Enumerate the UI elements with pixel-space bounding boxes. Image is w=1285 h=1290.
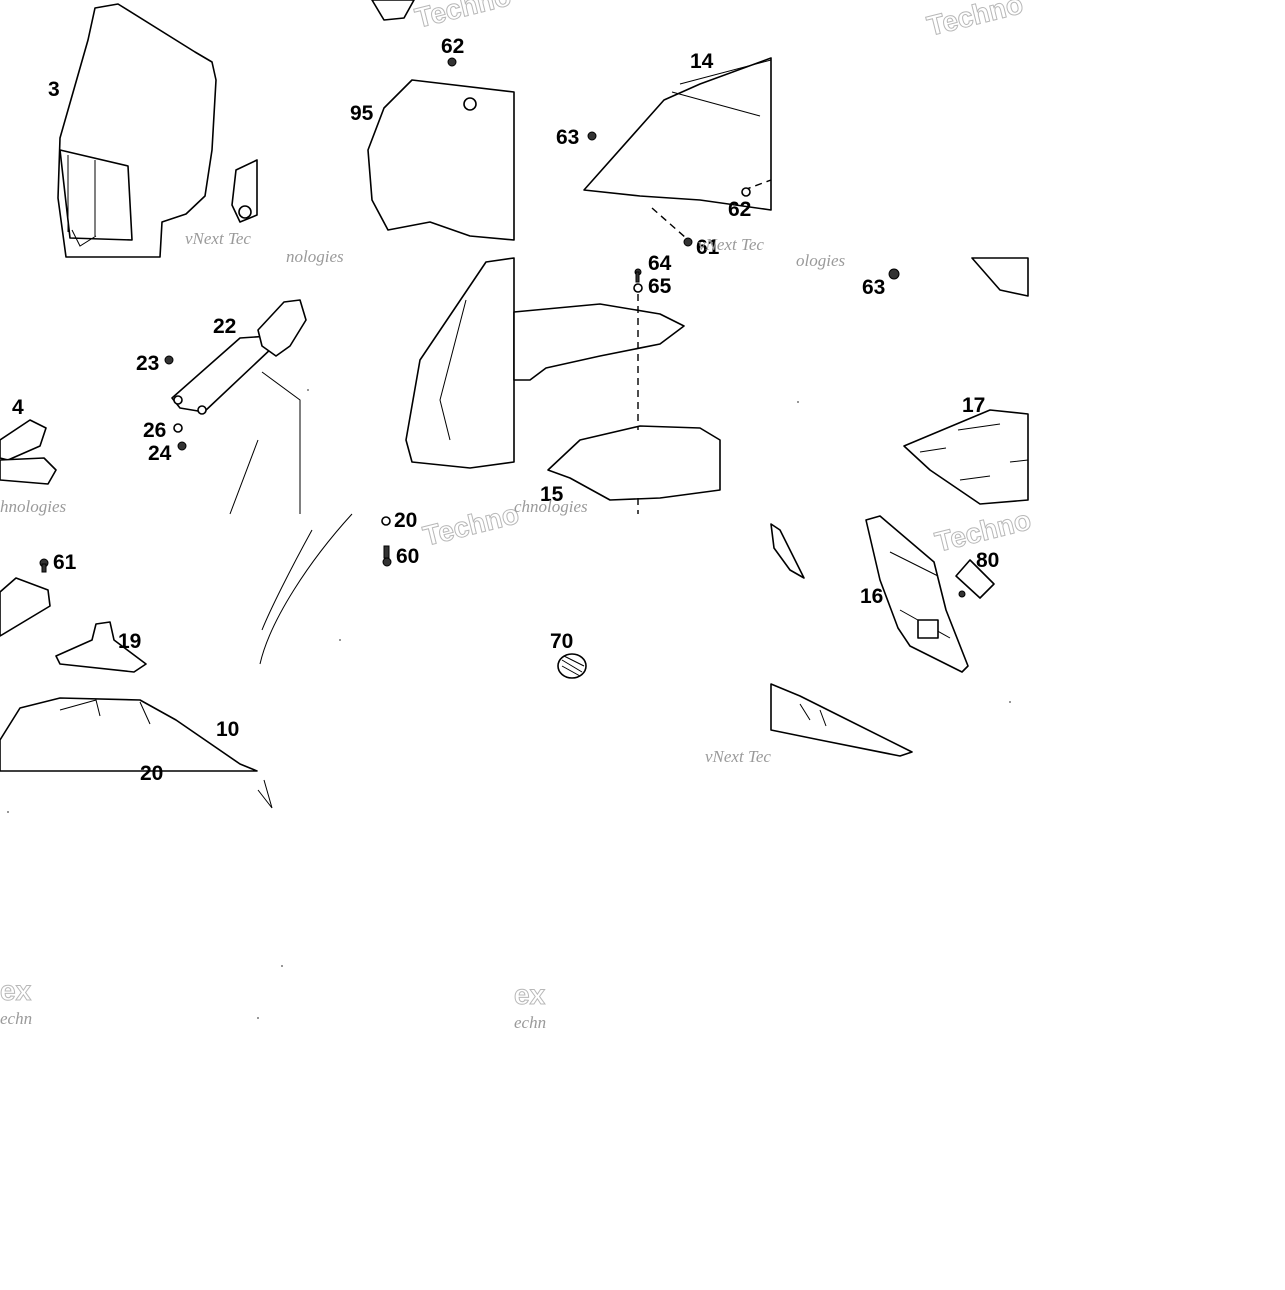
scan-specks	[7, 389, 1011, 1019]
rear-fender-tail	[770, 683, 913, 757]
watermark-text: vNext Tec	[185, 229, 251, 248]
callout-80: 80	[976, 549, 999, 572]
front-fender-sweep	[405, 257, 515, 469]
callout-16: 16	[860, 585, 883, 608]
watermark-text: hnologies	[0, 497, 66, 516]
callout-26: 26	[143, 419, 166, 442]
callout-20: 20	[394, 509, 417, 532]
callout-61: 61	[696, 236, 720, 259]
callout-60: 60	[396, 545, 419, 568]
part-80-reflector	[955, 559, 995, 599]
rear-fender-curve	[259, 513, 392, 665]
watermark-text: Techno	[924, 0, 1026, 42]
part-19-bracket	[0, 558, 147, 673]
watermark-text: echn	[514, 1013, 546, 1032]
watermark-text: Techno	[412, 0, 514, 34]
callout-24: 24	[148, 442, 172, 465]
callout-64: 64	[648, 252, 672, 275]
watermark-text: vNext Tec	[698, 235, 764, 254]
watermark-text: chnologies	[514, 497, 588, 516]
callout-62: 62	[441, 35, 464, 58]
callout-10: 10	[216, 718, 239, 741]
callout-14: 14	[690, 50, 714, 73]
part-17-skid-plate	[888, 257, 1029, 505]
callout-20-b: 20	[140, 762, 163, 785]
part-70-grommet	[557, 523, 805, 679]
callout-62-b: 62	[728, 198, 751, 221]
part-10-seat	[0, 697, 273, 809]
callout-61-b: 61	[53, 551, 77, 574]
callout-15: 15	[540, 483, 564, 506]
part-15-front-fender	[513, 268, 721, 514]
part-4-bracket	[0, 419, 57, 485]
callout-19: 19	[118, 630, 141, 653]
callout-63: 63	[556, 126, 579, 149]
callout-70: 70	[550, 630, 573, 653]
watermark-text: ex	[0, 975, 32, 1006]
callout-4: 4	[12, 396, 24, 419]
watermark-text: nologies	[286, 247, 344, 266]
part-16-chain-guard	[865, 515, 969, 673]
part-95-number-plate	[367, 0, 515, 241]
callout-63-b: 63	[862, 276, 885, 299]
callout-95: 95	[350, 102, 374, 125]
callout-17: 17	[962, 394, 985, 417]
watermark-text: ologies	[796, 251, 845, 270]
watermark-text: ex	[514, 979, 546, 1010]
callout-3: 3	[48, 78, 60, 101]
callout-22: 22	[213, 315, 236, 338]
part-14-rear-fender	[583, 57, 772, 247]
part-22-side-panel	[164, 299, 307, 515]
callout-23: 23	[136, 352, 159, 375]
watermark-text: vNext Tec	[705, 747, 771, 766]
callout-65: 65	[648, 275, 672, 298]
watermark-text: Techno	[420, 498, 522, 552]
watermark-text: echn	[0, 1009, 32, 1028]
part-3-headlight-mask	[57, 3, 258, 258]
